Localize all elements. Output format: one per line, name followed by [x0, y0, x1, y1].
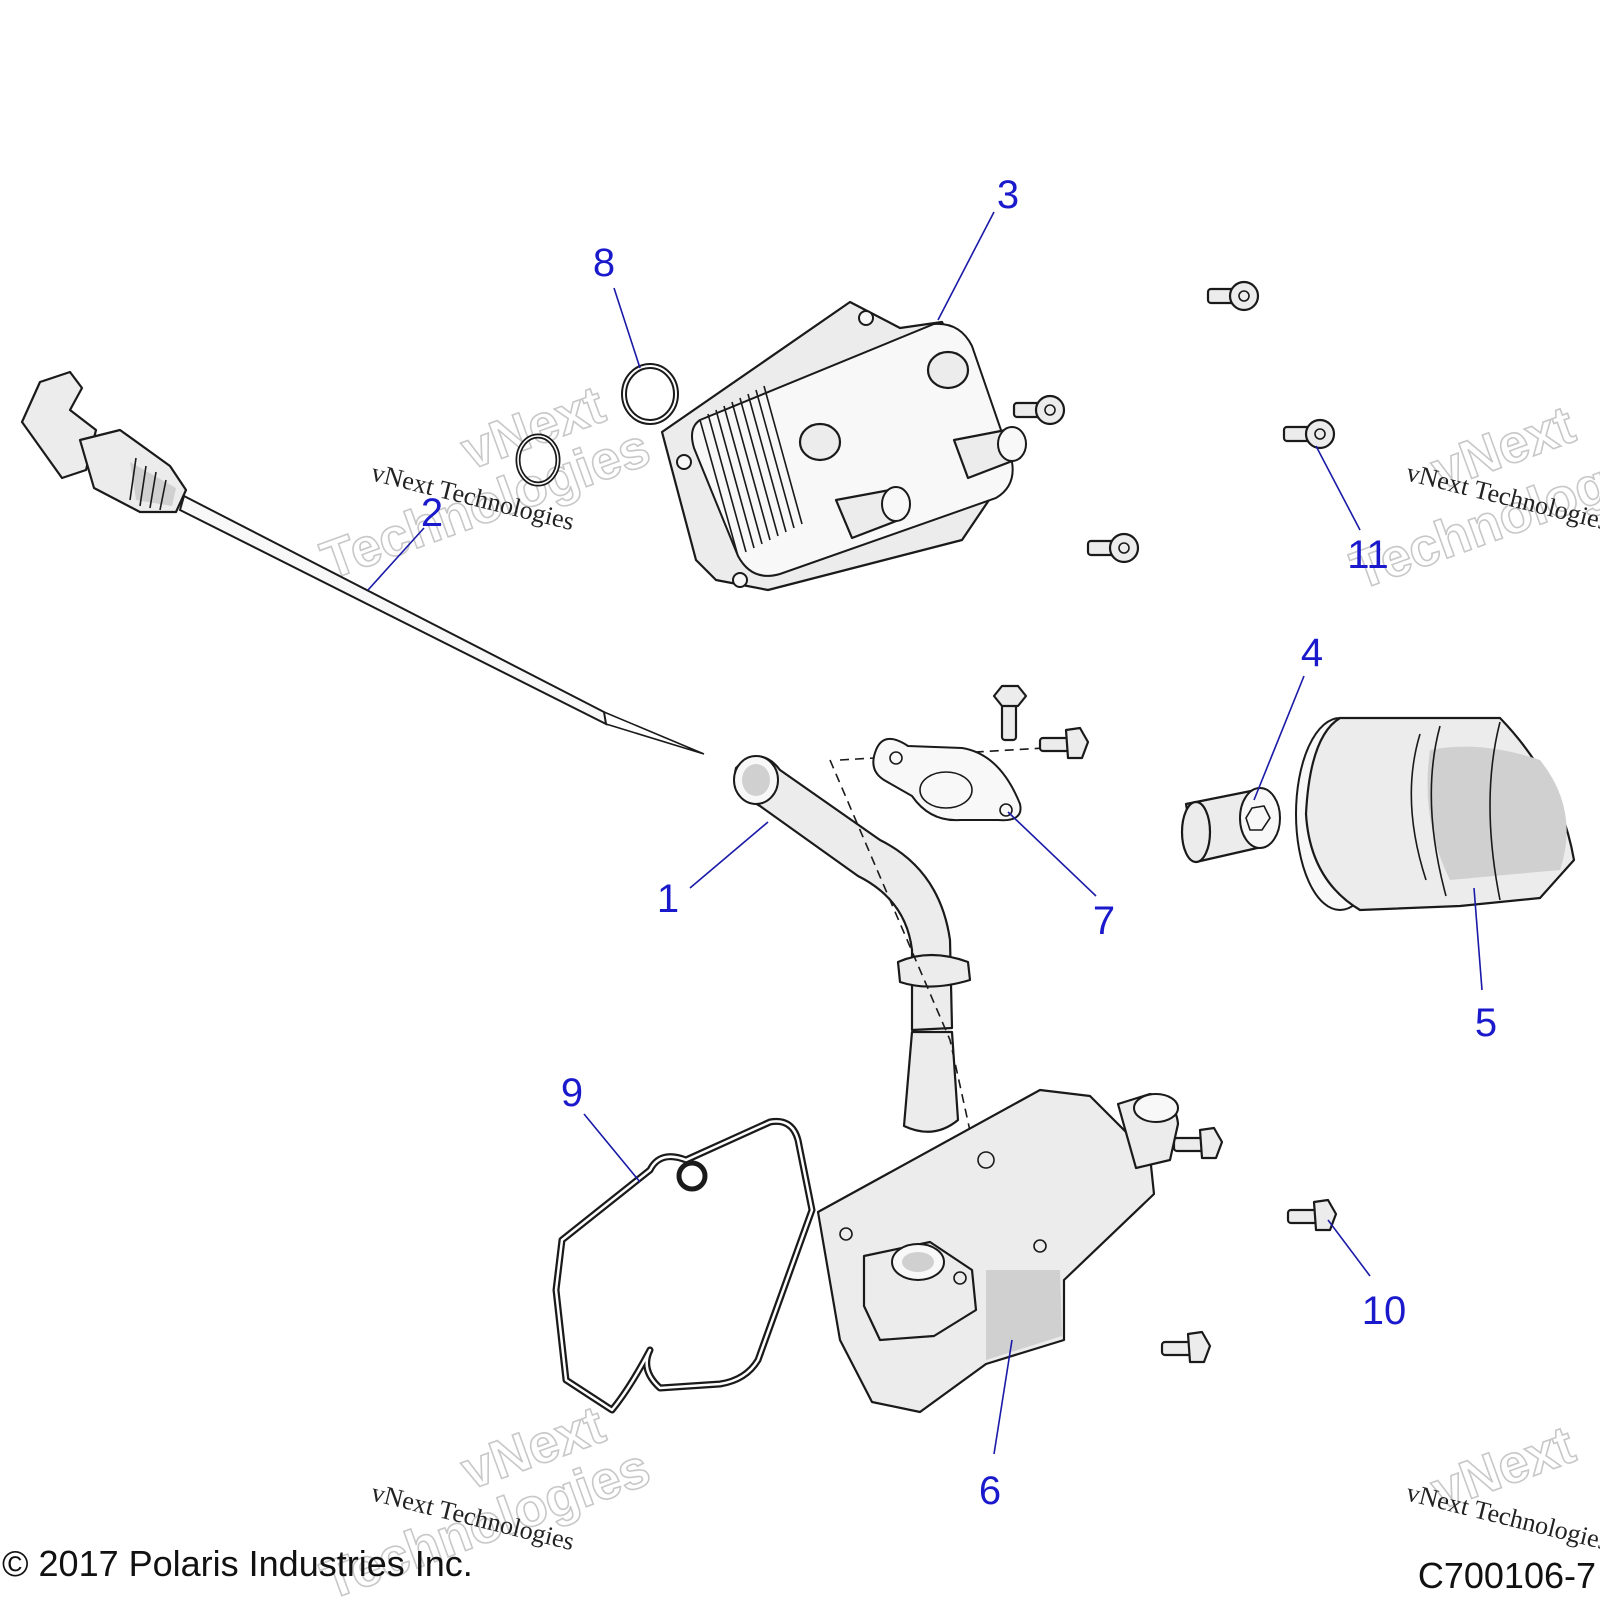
- leader-10: [1327, 1219, 1371, 1277]
- leader-7: [1007, 811, 1097, 897]
- threaded-fitting-icon: [1180, 787, 1281, 864]
- leader-8: [613, 287, 641, 369]
- callout-5: 5: [1475, 1001, 1497, 1045]
- leader-2: [367, 527, 425, 591]
- dipstick-icon: [20, 370, 705, 755]
- callout-2: 2: [421, 491, 443, 535]
- callout-4: 4: [1301, 631, 1323, 675]
- oil-filter-icon: [1295, 716, 1576, 912]
- callout-8: 8: [593, 241, 615, 285]
- leader-1: [689, 821, 769, 889]
- leader-4: [1253, 675, 1305, 801]
- copyright-text: © 2017 Polaris Industries Inc.: [2, 1543, 473, 1584]
- o-ring-icon: [515, 363, 679, 487]
- callout-9: 9: [561, 1071, 583, 1115]
- dipstick-tube-icon: [733, 747, 1045, 1141]
- leader-lines: [367, 211, 1483, 1455]
- tube-gasket-icon: [872, 738, 1022, 822]
- callout-labels: 1 2 3 4 5 6 7 8 9 10 11: [421, 173, 1497, 1513]
- leader-11: [1315, 445, 1361, 531]
- leader-3: [937, 211, 995, 321]
- oil-filter-housing-icon: [816, 1088, 1180, 1414]
- socket-head-screw-icon: [1012, 280, 1336, 564]
- callout-10: 10: [1362, 1289, 1407, 1333]
- leader-5: [1473, 887, 1483, 991]
- callout-11: 11: [1347, 533, 1389, 577]
- leader-9: [583, 1113, 641, 1183]
- callout-7: 7: [1093, 899, 1115, 943]
- drawing-number: C700106-7: [1418, 1555, 1596, 1596]
- callout-3: 3: [997, 173, 1019, 217]
- oil-cooler-icon: [660, 300, 1027, 592]
- watermark-bottom-right: vNext vNext Technologies: [1404, 1414, 1600, 1556]
- flange-bolt-icon: [992, 684, 1338, 1364]
- watermark-top-left: vNext Technologies vNext Technologies: [313, 374, 658, 592]
- housing-gasket-icon: [552, 1117, 816, 1414]
- callout-6: 6: [979, 1469, 1001, 1513]
- callout-1: 1: [657, 877, 679, 921]
- leader-6: [993, 1339, 1013, 1455]
